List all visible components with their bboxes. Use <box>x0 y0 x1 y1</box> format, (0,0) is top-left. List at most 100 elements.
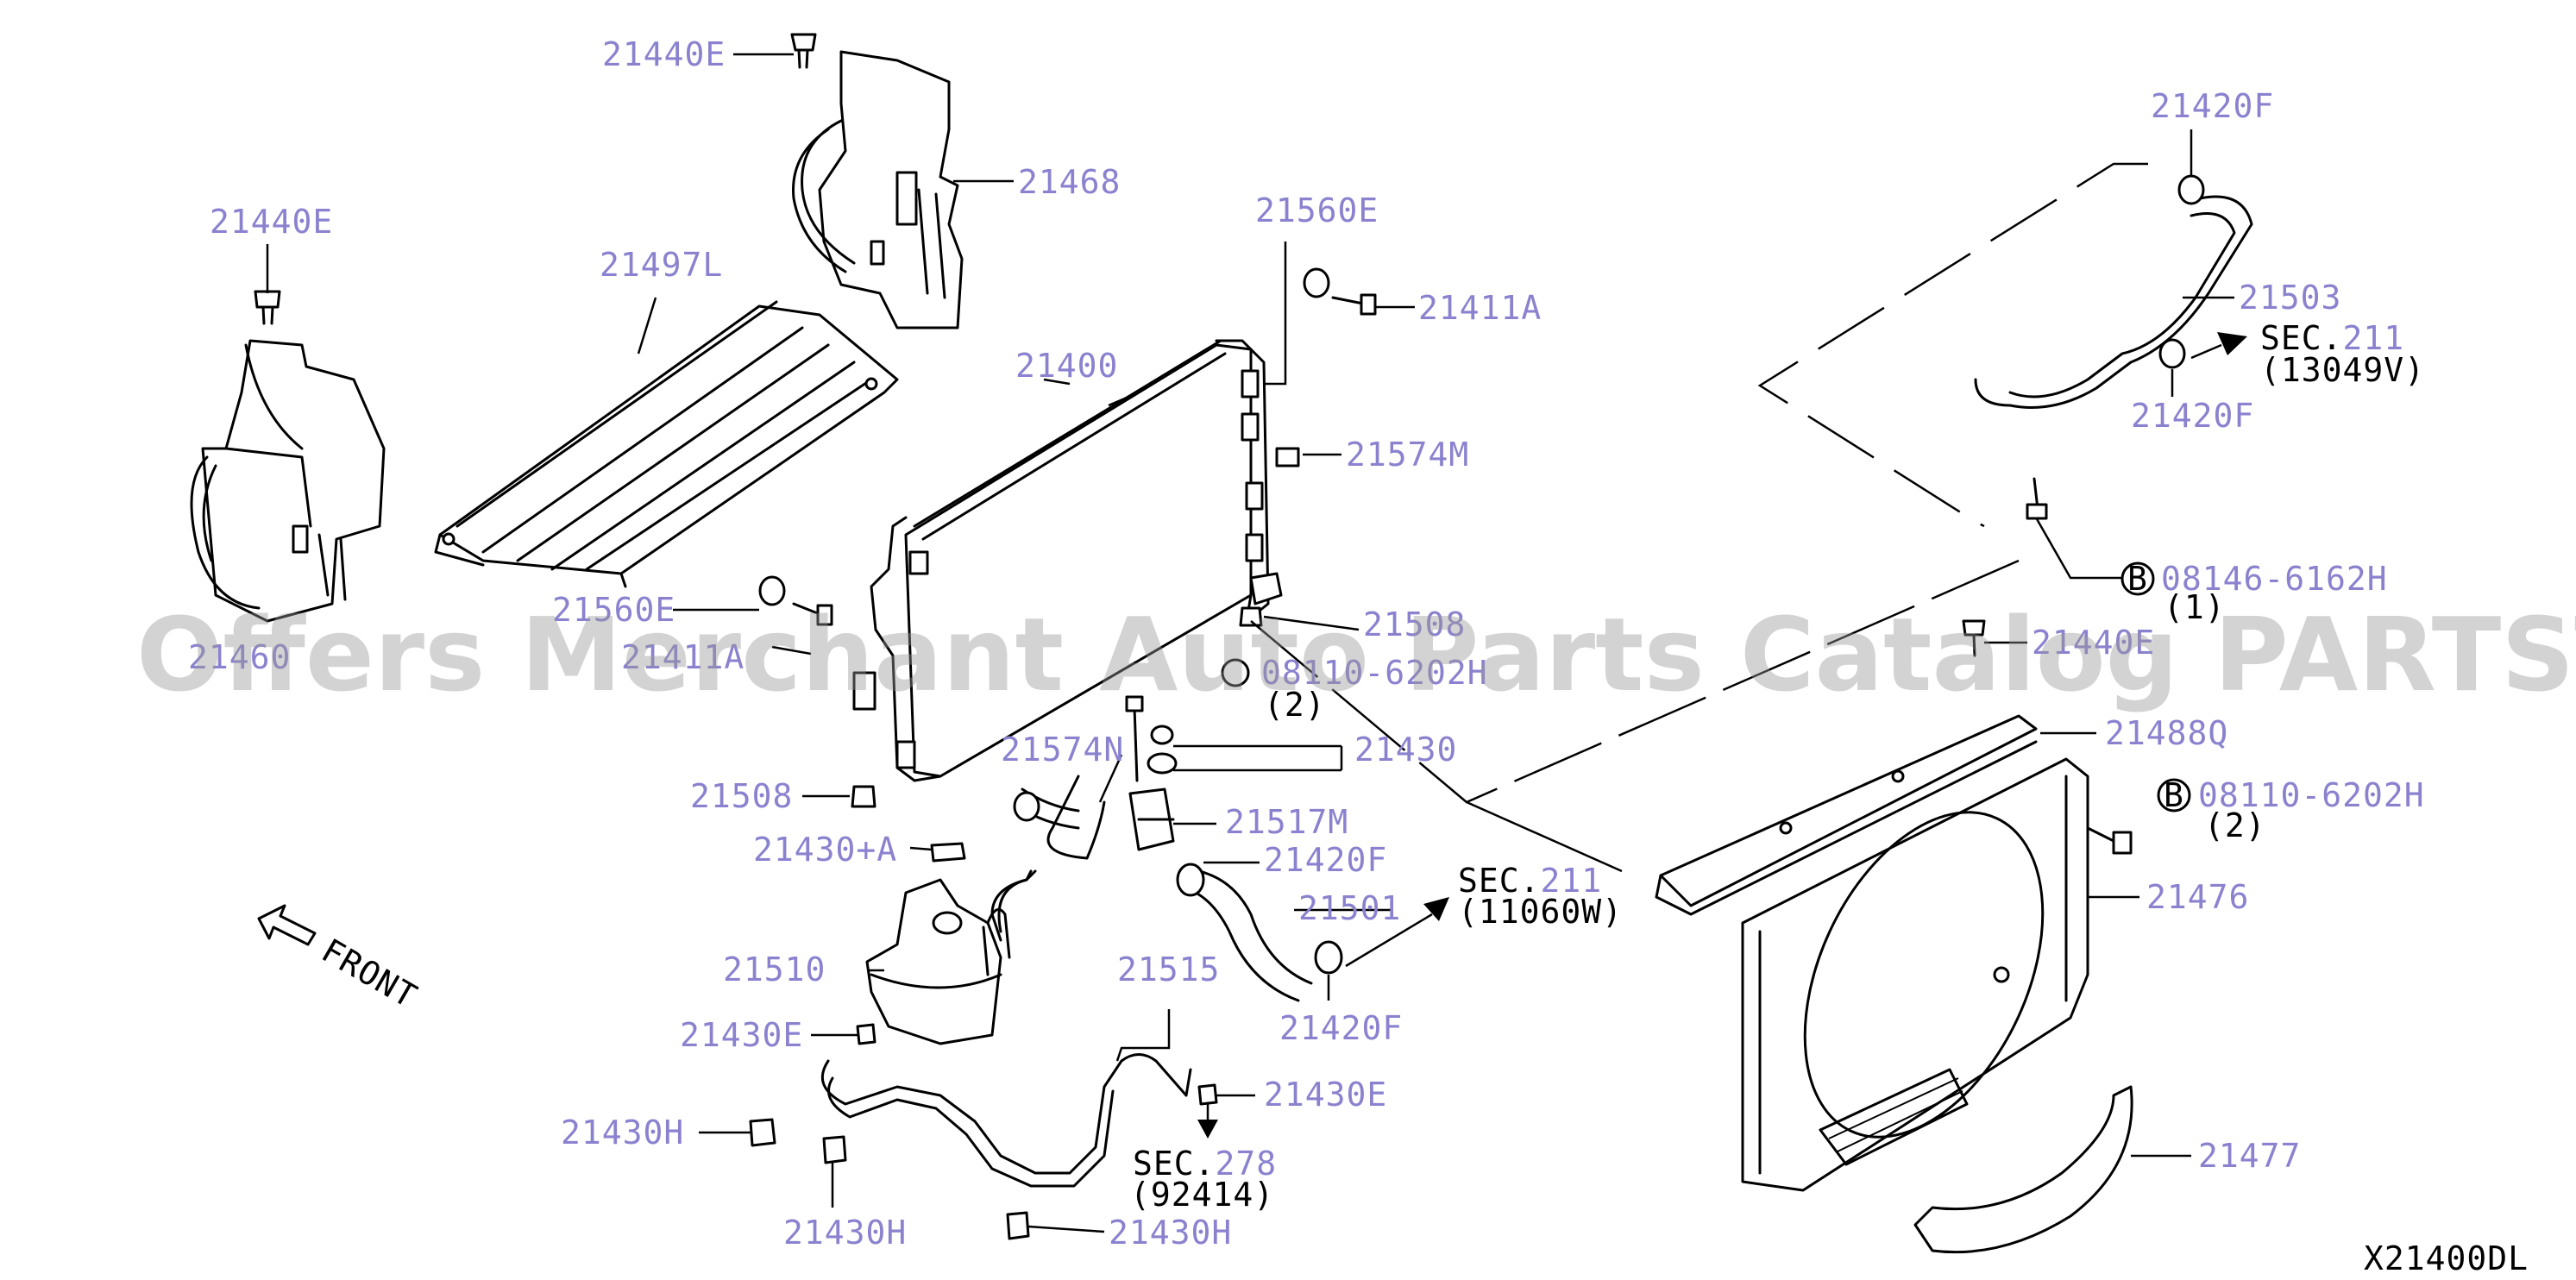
qty-08110-right: (2) <box>2204 806 2266 844</box>
callout-21420F-c: 21420F <box>2151 87 2274 125</box>
svg-text:SEC.211: SEC.211 <box>2260 319 2404 357</box>
sec-number: 211 <box>2343 319 2405 357</box>
arrow-sec278 <box>1197 1104 1218 1139</box>
callout-21430E-b: 21430E <box>1264 1076 1387 1114</box>
clip-21574N <box>1013 791 1040 822</box>
callout-21501: 21501 <box>1298 889 1401 927</box>
clamp-21420F-b <box>1314 940 1343 975</box>
sec-code: (11060W) <box>1458 893 1623 931</box>
bolt-08110-left <box>1221 658 1250 687</box>
clip-21574M <box>1275 447 1300 467</box>
mount-21508-upper <box>1239 606 1263 627</box>
callout-21560E-upper: 21560E <box>1255 191 1379 229</box>
front-direction-arrow <box>257 904 317 946</box>
callout-21476: 21476 <box>2146 878 2249 916</box>
hose-21501 <box>1184 869 1313 1002</box>
qty-08110-left: (2) <box>1264 686 1326 724</box>
callout-21430H-a: 21430H <box>561 1114 684 1151</box>
sec-prefix: SEC. <box>1458 862 1541 900</box>
bolt-marker-b-upper: B <box>2120 560 2155 598</box>
callout-21460: 21460 <box>188 638 291 676</box>
bolt-21411A-lower <box>792 602 833 626</box>
radiator-shroud-21497L <box>434 300 899 588</box>
air-guide-left <box>190 339 386 623</box>
bolt-08146 <box>2026 477 2048 520</box>
arrow-sec211-lower <box>1345 897 1449 968</box>
bolt-08110-right <box>2086 826 2133 855</box>
clamp-21420F-d <box>2158 338 2186 369</box>
radiator-core-21400 <box>852 339 1283 782</box>
sec-prefix: SEC. <box>2260 319 2343 357</box>
svg-text:SEC.278: SEC.278 <box>1133 1145 1277 1183</box>
callout-21560E-lower: 21560E <box>552 591 675 629</box>
callout-08110-left: 08110-6202H <box>1261 654 1488 692</box>
bolt-marker-b-upper-text: B <box>2127 560 2148 598</box>
bolt-21411A-upper <box>1331 293 1377 316</box>
hose-lower-connector-21517M <box>1016 775 1175 860</box>
clip-21440E-top <box>790 33 817 69</box>
clip-21430H-a <box>749 1118 776 1147</box>
callout-21400: 21400 <box>1015 347 1118 385</box>
leader-lines <box>266 53 2234 1233</box>
diagram-code: X21400DL <box>2364 1239 2529 1277</box>
svg-text:SEC.211: SEC.211 <box>1458 862 1602 900</box>
air-guide-upper <box>792 50 964 329</box>
callout-21440E-right: 21440E <box>2032 624 2155 662</box>
callout-21517M: 21517M <box>1225 803 1348 841</box>
clamp-21420F-c <box>2177 174 2205 205</box>
callout-21515: 21515 <box>1117 951 1220 988</box>
callout-21508-lower: 21508 <box>690 777 793 815</box>
lower-shroud-21477 <box>1913 1085 2133 1254</box>
callout-21430: 21430 <box>1354 731 1457 769</box>
bushing-21560E-upper <box>1303 267 1330 298</box>
callout-21430H-b: 21430H <box>783 1214 907 1252</box>
callout-21574M: 21574M <box>1346 436 1469 474</box>
callout-21508-upper: 21508 <box>1363 605 1466 643</box>
callout-labels: 21440E 21468 21440E 21497L 21460 21400 2… <box>188 35 2425 1252</box>
clip-21440E-right <box>1962 619 1986 657</box>
sec-number: 278 <box>1216 1145 1278 1183</box>
callout-21440E-top: 21440E <box>602 35 726 73</box>
bolt-21430 <box>1125 695 1178 782</box>
sec-number: 211 <box>1541 862 1603 900</box>
callout-21497L: 21497L <box>600 246 723 284</box>
callout-21503: 21503 <box>2239 279 2341 317</box>
clip-21430H-b <box>822 1135 847 1164</box>
section-ref-211-upper: SEC.211 (13049V) <box>2260 319 2425 389</box>
clip-21440E-left <box>254 290 281 325</box>
callout-21574N: 21574N <box>1001 731 1124 769</box>
callout-21468: 21468 <box>1018 163 1121 201</box>
callout-21488Q: 21488Q <box>2105 714 2228 752</box>
hose-upper-21503 <box>1974 195 2253 409</box>
callout-08146: 08146-6162H <box>2161 560 2388 598</box>
shroud-upper-21488Q <box>1655 714 2038 916</box>
callout-21411A-lower: 21411A <box>621 638 745 676</box>
clip-21430H-c <box>1006 1211 1030 1240</box>
bushing-21560E-lower <box>758 575 786 606</box>
clip-21430E-b <box>1197 1083 1218 1106</box>
fan-shroud-21476 <box>1741 757 2089 1192</box>
callout-21420F-d: 21420F <box>2131 397 2254 435</box>
clip-21430E-a <box>856 1023 876 1045</box>
watermark-text: Offers Merchant Auto Parts Catalog PARTS… <box>136 595 2576 714</box>
qty-08146: (1) <box>2164 588 2226 626</box>
callout-08110-right: 08110-6202H <box>2198 776 2425 814</box>
reservoir-tank-21510 <box>865 869 1037 1045</box>
bolt-marker-b-lower-text: B <box>2164 776 2184 814</box>
callout-21430A: 21430+A <box>753 831 897 869</box>
front-label: FRONT <box>316 932 424 1016</box>
callout-21420F-b: 21420F <box>1279 1009 1403 1047</box>
clamp-21420F-a <box>1176 863 1205 897</box>
section-ref-278: SEC.278 (92414) <box>1130 1145 1277 1214</box>
sec-prefix: SEC. <box>1133 1145 1216 1183</box>
bolt-marker-b-lower: B <box>2157 776 2191 814</box>
sec-code: (92414) <box>1130 1176 1274 1214</box>
arrow-sec211-upper <box>2190 332 2247 360</box>
mount-21508-lower <box>851 785 876 808</box>
callout-21440E-left: 21440E <box>210 203 333 241</box>
callout-21510: 21510 <box>723 951 826 988</box>
sec-code: (13049V) <box>2260 351 2425 389</box>
tube-21515 <box>820 869 1192 1188</box>
callout-21430H-c: 21430H <box>1109 1214 1232 1252</box>
